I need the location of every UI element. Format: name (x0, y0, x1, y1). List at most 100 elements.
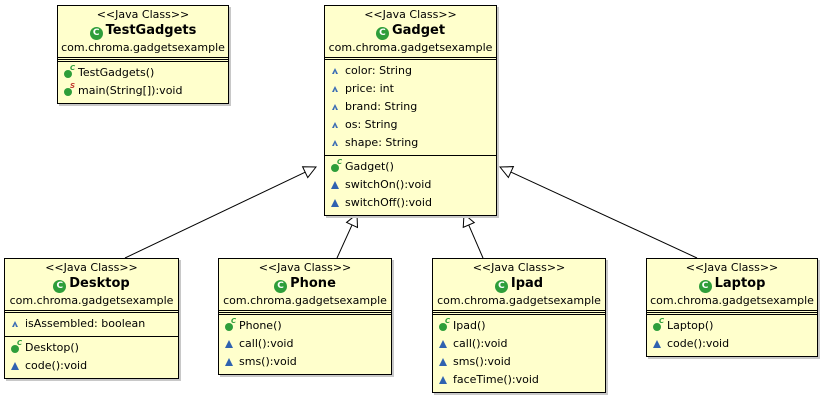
package-field-icon (329, 65, 343, 77)
operation-row[interactable]: switchOn():void (329, 176, 492, 194)
operation-text: code():void (25, 359, 88, 372)
attributes-section (58, 57, 228, 61)
class-stereotype: <<Java Class>> (258, 261, 352, 274)
attribute-row[interactable]: os: String (329, 116, 492, 134)
class-package: com.chroma.gadgetsexample (223, 294, 387, 307)
constructor-marker: C (17, 339, 23, 347)
class-icon: C (274, 280, 288, 293)
constructor-marker: C (337, 158, 343, 166)
attribute-row[interactable]: shape: String (329, 134, 492, 152)
package-method-icon (9, 360, 23, 372)
attribute-text: os: String (345, 118, 398, 131)
class-package: com.chroma.gadgetsexample (61, 41, 225, 54)
constructor-icon: C (62, 65, 76, 79)
operation-text: Ipad() (453, 319, 486, 332)
class-name-text: TestGadgets (105, 23, 197, 38)
operation-text: call():void (239, 337, 294, 350)
constructor-icon: C (437, 317, 451, 332)
operation-text: Phone() (239, 319, 282, 332)
operation-row[interactable]: call():void (437, 335, 601, 353)
class-icon: C (375, 27, 389, 40)
generalization-line-laptop[interactable] (510, 171, 698, 259)
generalization-line-ipad[interactable] (468, 224, 484, 259)
generalization-arrowhead-phone (345, 212, 359, 229)
operation-row[interactable]: faceTime():void (437, 371, 601, 389)
attributes-section: isAssembled: boolean (5, 310, 178, 336)
attribute-text: color: String (345, 64, 412, 77)
class-icon: C (53, 280, 67, 293)
operation-row[interactable]: code():void (9, 357, 174, 375)
attribute-text: shape: String (345, 136, 419, 149)
operation-row[interactable]: sms():void (223, 353, 387, 371)
package-method-icon (437, 338, 451, 350)
generalization-line-desktop[interactable] (124, 171, 306, 259)
attributes-section (219, 310, 391, 314)
operation-text: TestGadgets() (78, 66, 155, 79)
attributes-section (647, 310, 817, 314)
operation-row[interactable]: sms():void (437, 353, 601, 371)
operation-row[interactable]: code():void (651, 335, 813, 353)
class-name-text: Phone (290, 276, 336, 291)
generalization-line-phone[interactable] (336, 224, 353, 259)
constructor-icon: C (9, 339, 23, 354)
operation-text: switchOn():void (345, 178, 432, 191)
operation-row[interactable]: switchOff():void (329, 194, 492, 212)
class-stereotype: <<Java Class>> (96, 8, 190, 21)
attribute-row[interactable]: isAssembled: boolean (9, 315, 174, 333)
operation-text: sms():void (239, 355, 297, 368)
class-stereotype: <<Java Class>> (472, 261, 566, 274)
package-method-icon (223, 356, 237, 368)
operation-text: main(String[]):void (78, 84, 183, 97)
attribute-row[interactable]: color: String (329, 62, 492, 80)
class-name-text: Laptop (714, 276, 766, 291)
package-method-icon (437, 356, 451, 368)
package-field-icon (329, 137, 343, 149)
operation-text: Desktop() (25, 341, 79, 354)
class-name-text: Gadget (391, 23, 446, 38)
constructor-icon: C (223, 317, 237, 332)
class-name-text: Ipad (510, 276, 544, 291)
attribute-row[interactable]: price: int (329, 80, 492, 98)
constructor-marker: C (445, 317, 451, 325)
static-method-icon: S (62, 83, 76, 97)
operation-row[interactable]: call():void (223, 335, 387, 353)
operation-text: faceTime():void (453, 373, 539, 386)
generalization-arrowhead-desktop (301, 166, 318, 179)
constructor-icon: C (651, 317, 665, 332)
constructor-marker: C (231, 317, 237, 325)
constructor-marker: C (659, 317, 665, 325)
package-method-icon (437, 374, 451, 386)
attribute-text: brand: String (345, 100, 418, 113)
package-method-icon (329, 197, 343, 209)
attribute-row[interactable]: brand: String (329, 98, 492, 116)
class-stereotype: <<Java Class>> (45, 261, 138, 274)
package-field-icon (329, 101, 343, 113)
